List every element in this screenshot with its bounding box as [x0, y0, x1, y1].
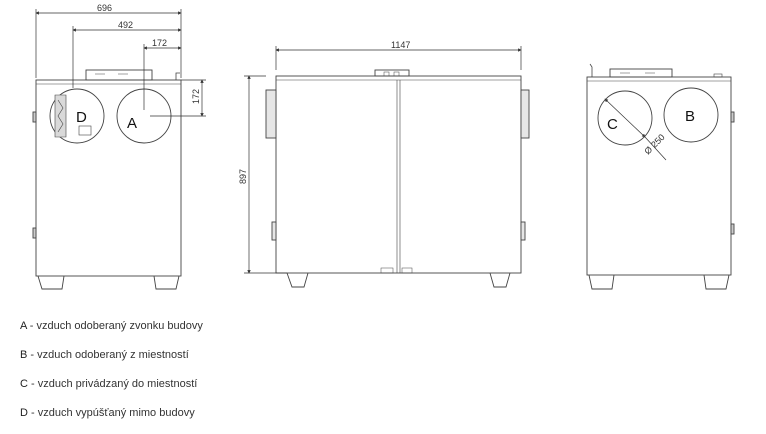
- dim-offset-492: 492: [118, 20, 133, 30]
- left-top-collar: [85, 69, 153, 81]
- legend-key: D: [20, 407, 28, 419]
- right-port-b: [663, 87, 719, 143]
- right-unit-body: [586, 76, 732, 276]
- port-b-label: B: [685, 108, 695, 125]
- legend-item-c: C - vzduch privádzaný do miestností: [20, 376, 203, 405]
- left-port-d: [49, 88, 105, 144]
- damper-icon: [54, 94, 67, 138]
- legend-text: - vzduch odoberaný z miestností: [27, 349, 189, 361]
- legend: A - vzduch odoberaný zvonku budovy B - v…: [20, 318, 203, 434]
- front-foot-right: [489, 272, 511, 288]
- legend-key: B: [20, 349, 28, 361]
- front-handle-left: [265, 89, 277, 139]
- front-handle-right: [520, 89, 530, 139]
- front-foot-left: [286, 272, 309, 288]
- dim-width-696: 696: [97, 3, 112, 13]
- port-c-label: C: [607, 116, 618, 133]
- left-foot-left: [37, 275, 65, 290]
- right-foot-left: [588, 274, 615, 290]
- legend-item-b: B - vzduch odoberaný z miestností: [20, 347, 203, 376]
- legend-text: - vzduch privádzaný do miestností: [27, 378, 198, 390]
- technical-drawing: D A 696 492 172 172: [32, 3, 735, 290]
- dim-height-897: 897: [238, 169, 248, 184]
- front-unit-body: [275, 75, 522, 274]
- diameter-dimension-lines: [604, 98, 667, 161]
- dim-height-172: 172: [191, 89, 201, 104]
- dim-offset-172: 172: [152, 38, 167, 48]
- legend-item-d: D - vzduch vypúšťaný mimo budovy: [20, 405, 203, 434]
- right-foot-right: [703, 274, 730, 290]
- legend-key: A: [20, 320, 27, 332]
- legend-key: C: [20, 378, 28, 390]
- right-port-c: [597, 90, 653, 146]
- left-dimension-lines: [35, 9, 206, 117]
- port-d-label: D: [76, 109, 87, 126]
- right-top-collar: [609, 68, 673, 78]
- left-foot-right: [153, 275, 180, 290]
- front-dimension-lines: [244, 46, 522, 274]
- legend-item-a: A - vzduch odoberaný zvonku budovy: [20, 318, 203, 347]
- right-side-view: [586, 63, 735, 290]
- left-side-view: [32, 69, 182, 290]
- legend-text: - vzduch vypúšťaný mimo budovy: [27, 407, 195, 419]
- front-view: [265, 69, 530, 288]
- dim-width-1147: 1147: [391, 40, 410, 50]
- port-a-label: A: [127, 115, 137, 132]
- legend-text: - vzduch odoberaný zvonku budovy: [26, 320, 203, 332]
